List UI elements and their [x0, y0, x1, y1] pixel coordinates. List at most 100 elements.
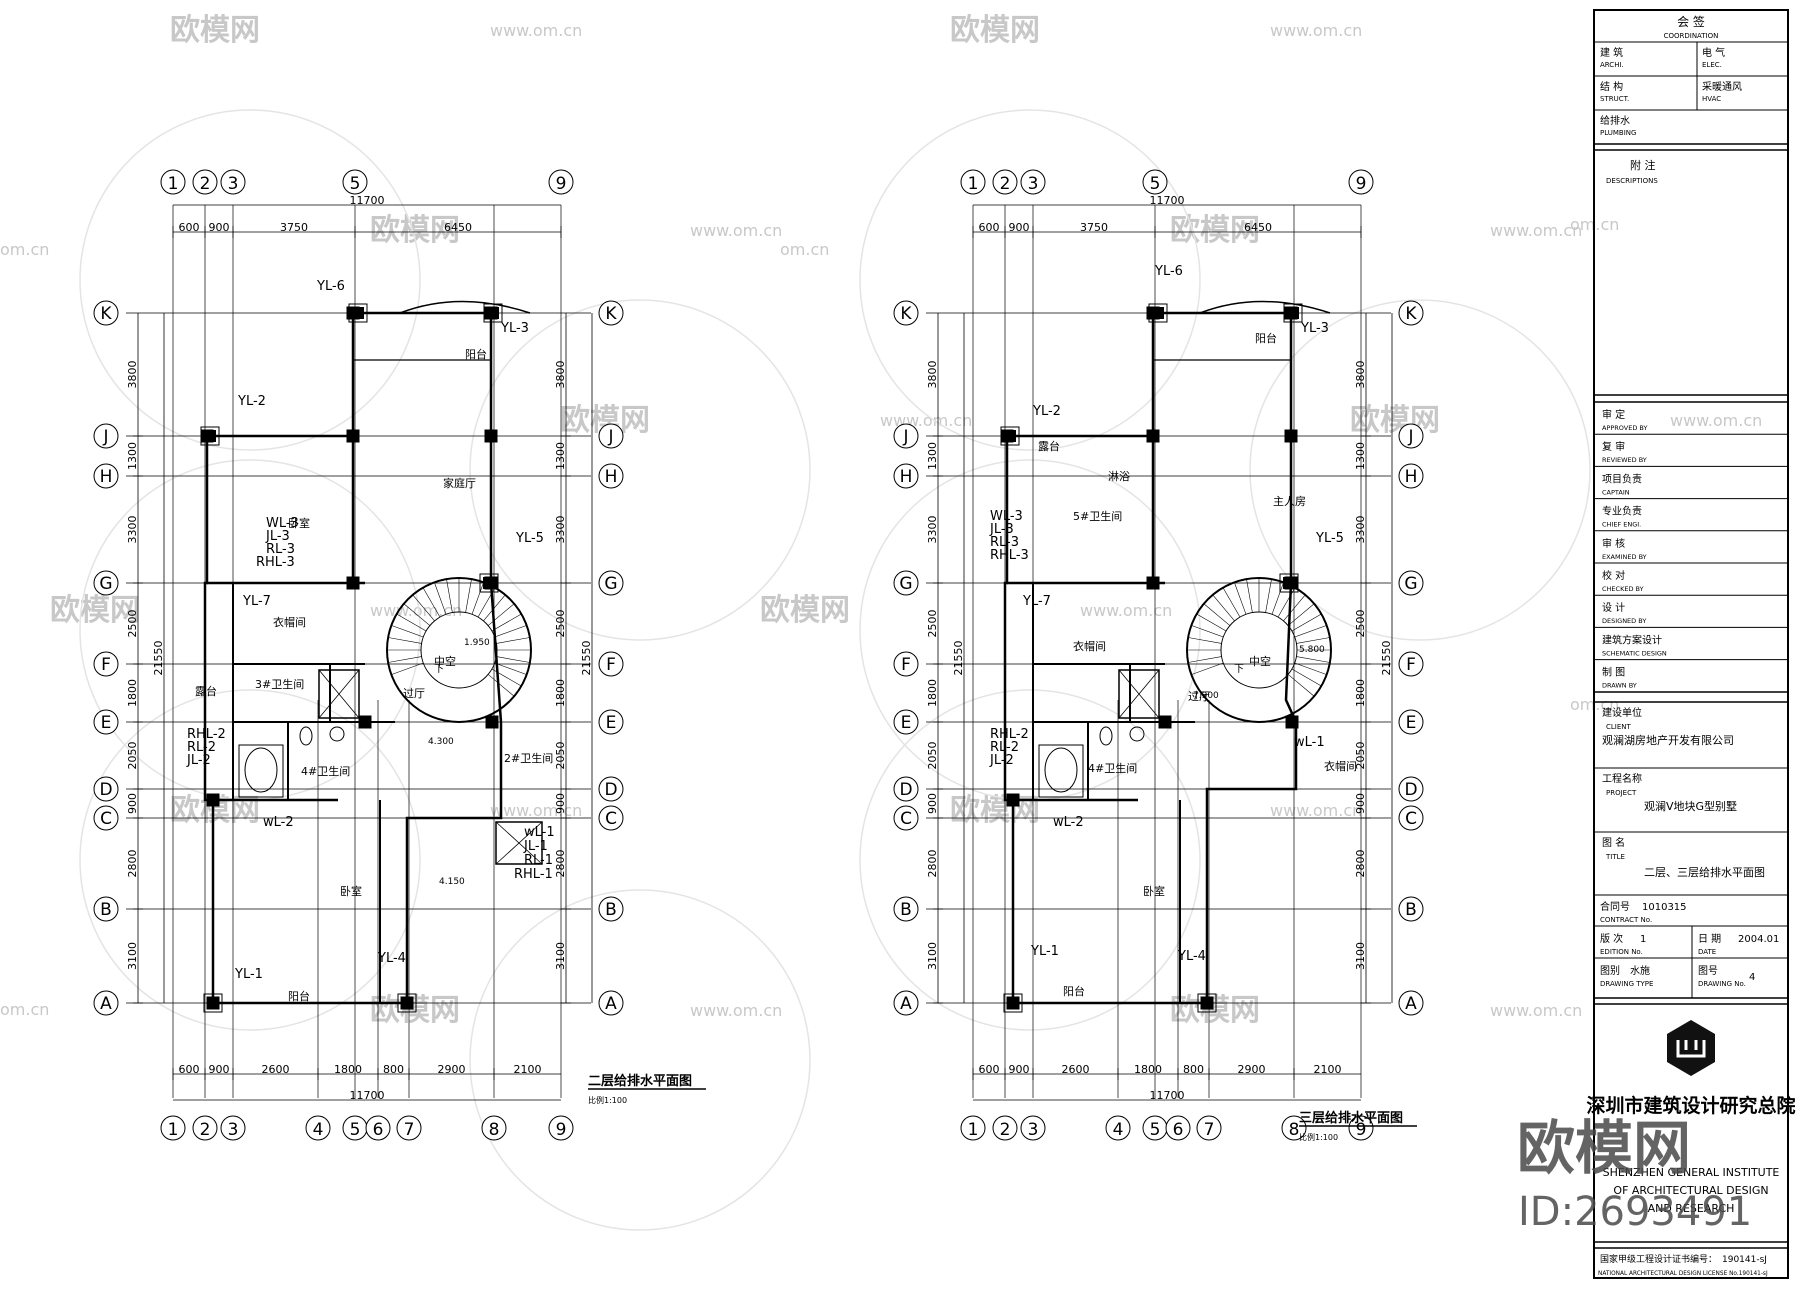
grid-bubble [396, 1115, 422, 1141]
room-label-bath-3: 3#卫生间 [255, 677, 304, 691]
dim-part: 600 [979, 221, 1000, 234]
room-label-balcony-bottom: 阳台 [288, 989, 310, 1003]
watermark-circle [79, 689, 421, 1031]
grid-bubble [893, 651, 919, 677]
dim-part: 1800 [926, 679, 939, 707]
grid-label-8: 8 [489, 1120, 500, 1140]
pipe-label: YL-7 [242, 594, 271, 609]
riser-box [203, 993, 223, 1013]
stair-tread [388, 637, 422, 644]
pipe-riser [352, 307, 364, 319]
dim-part: 3800 [926, 361, 939, 389]
grid-bubble [598, 651, 624, 677]
room-label-family-hall: 家庭厅 [443, 476, 476, 490]
grid-label-G: G [1404, 574, 1417, 594]
dim-part: 2500 [126, 610, 139, 638]
grid-label-C: C [1405, 809, 1417, 829]
watermark-site: www.om.cn [1490, 1001, 1582, 1020]
grid-bubble [598, 423, 624, 449]
stair-tread [1196, 613, 1227, 632]
pipe-label: YL-2 [237, 394, 266, 409]
stair-tread [487, 603, 515, 626]
room-label-terrace: 露台 [1038, 439, 1060, 453]
stair-tread [1291, 668, 1322, 687]
grid-label-H: H [900, 467, 913, 487]
grid-bubble [192, 169, 218, 195]
grid-label-E: E [606, 713, 617, 733]
elevation-mark: 4.300 [428, 737, 454, 747]
grid-label-F: F [606, 655, 616, 675]
bathtub [244, 747, 278, 793]
stair-tread [1291, 613, 1322, 632]
dim-part: 2800 [926, 850, 939, 878]
stair-tread [491, 613, 522, 632]
watermark-site: www.om.cn [1270, 21, 1362, 40]
grid-bubble [365, 1115, 391, 1141]
pipe-label: JL-3 [265, 529, 290, 544]
pipe-label: JL-3 [989, 522, 1014, 537]
grid-bubble [598, 990, 624, 1016]
coord-en: ARCHI. [1600, 61, 1624, 69]
grid-bubble [93, 990, 119, 1016]
info-en: CLIENT [1606, 723, 1632, 731]
grid-bubble [598, 463, 624, 489]
dim-total: 21550 [1380, 641, 1393, 676]
stair-tread [1296, 656, 1330, 663]
stair-tread [496, 656, 530, 663]
pipe-riser [1004, 430, 1016, 442]
bath-fixture [1038, 744, 1084, 798]
stair-tread [1287, 603, 1315, 626]
dim-part: 2050 [126, 742, 139, 770]
pipe-label: JL-1 [523, 839, 548, 854]
elevation-mark: 4.150 [439, 877, 465, 887]
stair-tread [391, 625, 424, 638]
pipe-label: YL-6 [1154, 264, 1183, 279]
dim-total: 21550 [152, 641, 165, 676]
grid-bubble [1398, 651, 1424, 677]
grid-bubble [305, 1115, 331, 1141]
dim-total: 21550 [952, 641, 965, 676]
grid-label-C: C [900, 809, 912, 829]
stair-tread [388, 656, 422, 663]
dim-part: 2800 [554, 850, 567, 878]
grid-label-B: B [900, 900, 912, 920]
grid-label-5: 5 [350, 1120, 361, 1140]
signoff-en: APPROVED BY [1602, 424, 1648, 432]
pipe-label: YL-4 [1177, 949, 1206, 964]
stair-tread [403, 603, 431, 626]
dim-total: 11700 [350, 1089, 385, 1102]
grid-bubble [992, 169, 1018, 195]
grid-bubble [1196, 1115, 1222, 1141]
grid-bubble [992, 1115, 1018, 1141]
grid-label-7: 7 [1204, 1120, 1215, 1140]
dim-total: 21550 [580, 641, 593, 676]
project-box [1593, 701, 1789, 999]
grid-bubble [1348, 1115, 1374, 1141]
elevation-mark: 5.800 [1299, 645, 1325, 655]
stair-tread [471, 582, 484, 615]
dim-part: 3100 [926, 942, 939, 970]
pipe-label: RL-2 [187, 740, 216, 755]
watermark-brand: 欧模网 [1170, 993, 1260, 1028]
signoff-en: CHIEF ENGI. [1602, 521, 1641, 529]
watermark-circle [469, 889, 811, 1231]
grid-bubble [893, 805, 919, 831]
grid-label-D: D [1404, 780, 1417, 800]
grid-bubble [893, 300, 919, 326]
grid-label-F: F [1406, 655, 1416, 675]
column [485, 715, 499, 729]
grid-bubble [1020, 169, 1046, 195]
grid-label-G: G [99, 574, 112, 594]
grid-label-D: D [99, 780, 112, 800]
signoff-box [1593, 401, 1789, 693]
grid-bubble [93, 423, 119, 449]
dim-part: 3300 [126, 516, 139, 544]
grid-label-1: 1 [168, 1120, 179, 1140]
grid-label-1: 1 [968, 1120, 979, 1140]
grid-bubble [598, 896, 624, 922]
signoff-en: DRAWN BY [1602, 682, 1637, 690]
dim-part: 6450 [1244, 221, 1272, 234]
riser-box [200, 426, 220, 446]
stair-tread [1283, 594, 1306, 622]
room-label-bath-5: 5#卫生间 [1073, 509, 1122, 523]
